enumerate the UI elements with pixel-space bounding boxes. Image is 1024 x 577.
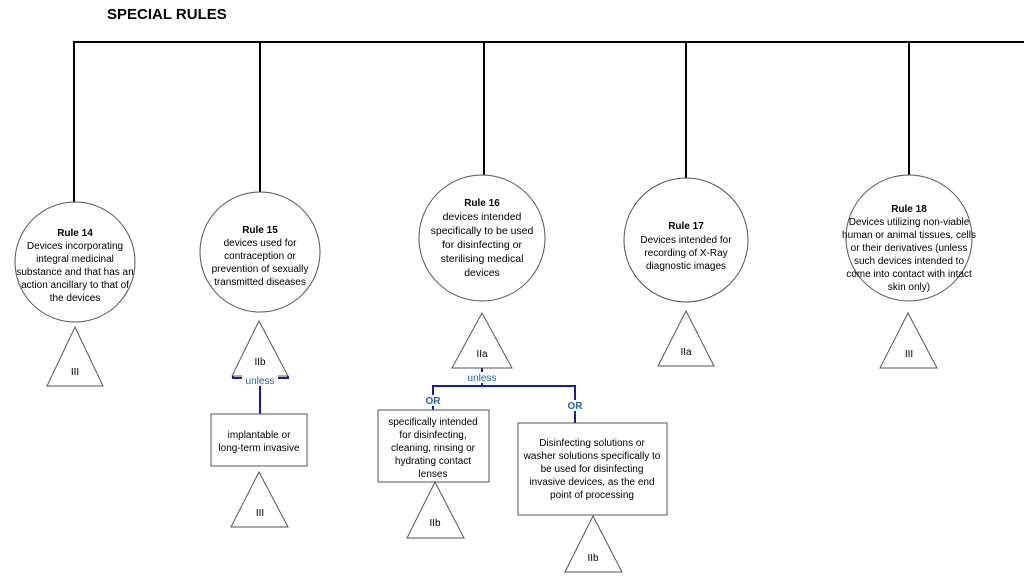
rule-15-title: Rule 15: [242, 225, 278, 236]
rule-16-exception-right-line: be used for disinfecting: [541, 464, 644, 475]
rule-15-exception-line: long-term invasive: [218, 443, 300, 454]
rule-16-circle: [418, 174, 546, 302]
page-title: SPECIAL RULES: [107, 6, 227, 23]
rule-16-exception-right-class: IIb: [587, 553, 599, 564]
rule-16-exception-left-line: cleaning, rinsing or: [391, 443, 476, 454]
rule-17-line: recording of X-Ray: [644, 248, 727, 259]
rule-15-line: transmitted diseases: [214, 277, 306, 288]
rule-18-line: or their derivatives (unless: [851, 243, 968, 254]
rule-16: Rule 16 devices intended specifically to…: [377, 174, 668, 573]
rule-16-or-label-left: OR: [426, 396, 442, 407]
rule-14-line: substance and that has an: [16, 267, 133, 278]
rule-17-line: diagnostic images: [646, 261, 726, 272]
rule-14-title: Rule 14: [57, 228, 93, 239]
rule-18-class: III: [905, 349, 913, 360]
rule-17-line: Devices intended for: [640, 235, 732, 246]
rule-15-exception-line: implantable or: [228, 430, 291, 441]
rule-16-or-label-right: OR: [568, 401, 584, 412]
rule-16-exception-right-line: point of processing: [550, 490, 634, 501]
rule-14-line: action ancillary to that of: [21, 280, 129, 291]
rule-14-circle: [14, 201, 136, 323]
rule-16-line: specifically to be used: [431, 225, 534, 237]
or-label-bg: [567, 400, 583, 411]
rule-17: Rule 17 Devices intended for recording o…: [623, 177, 749, 367]
or-label-bg: [425, 395, 441, 406]
rule-16-line: for disinfecting or: [442, 239, 522, 251]
rule-15-class: IIb: [254, 357, 266, 368]
rule-16-exception-left-line: lenses: [419, 469, 448, 480]
rule-17-circle: [623, 177, 749, 303]
rule-15-line: contraception or: [224, 251, 296, 262]
rule-18: Rule 18 Devices utilizing non-viable hum…: [842, 174, 976, 369]
rule-15-line: prevention of sexually: [212, 264, 309, 275]
rule-18-line: such devices intended to: [854, 256, 965, 267]
rule-15-exception-class: III: [256, 508, 264, 519]
rule-16-title: Rule 16: [464, 198, 500, 209]
rule-16-exception-box-left: [377, 409, 490, 483]
rule-18-line: skin only): [888, 282, 930, 293]
rule-16-exception-left-class-triangle: [406, 480, 465, 539]
rule-16-exception-box-right: [517, 422, 668, 516]
rule-17-class-triangle: [657, 309, 715, 367]
rule-18-class-triangle: [879, 311, 938, 369]
rule-16-unless-label: unless: [468, 373, 497, 384]
rule-16-exception-right-line: invasive devices, as the end: [529, 477, 654, 488]
rule-15: Rule 15 devices used for contraception o…: [199, 191, 321, 528]
rule-18-line: come into contact with intact: [846, 269, 972, 280]
rule-17-class: IIa: [680, 347, 692, 358]
rule-14-line: integral medicinal: [36, 254, 114, 265]
rule-16-line: devices: [464, 267, 500, 279]
rule-17-title: Rule 17: [668, 221, 704, 232]
rule-15-exception-class-triangle: [230, 470, 289, 528]
rule-15-exception-box: [210, 413, 308, 467]
rule-16-exception-left-class: IIb: [429, 518, 441, 529]
unless-label-bg: [242, 374, 278, 386]
rule-15-circle: [199, 191, 321, 313]
rule-14-class: III: [71, 367, 79, 378]
rule-16-exception-right-line: Disinfecting solutions or: [539, 438, 645, 449]
rule-16-line: sterilising medical: [441, 253, 524, 265]
rule-16-exception-left-line: hydrating contact: [395, 456, 471, 467]
rule-16-exception-right-class-triangle: [564, 514, 623, 573]
rule-18-circle: [845, 174, 973, 302]
rule-14-line: the devices: [50, 293, 101, 304]
rule-16-exception-left-line: specifically intended: [388, 417, 478, 428]
rule-16-exception-right-line: washer solutions specifically to: [523, 451, 661, 462]
rule-16-class: IIa: [476, 349, 488, 360]
rule-16-exception-left-line: for disinfecting,: [399, 430, 466, 441]
rule-16-line: devices intended: [443, 211, 522, 223]
rule-15-unless-label: unless: [246, 376, 275, 387]
rule-14: Rule 14 Devices incorporating integral m…: [14, 201, 136, 387]
rule-15-line: devices used for: [224, 238, 297, 249]
rule-18-title: Rule 18: [891, 204, 927, 215]
rule-18-line: Devices utilizing non-viable: [849, 217, 970, 228]
rule-14-line: Devices incorporating: [27, 241, 123, 252]
rule-18-line: human or animal tissues, cells: [842, 230, 976, 241]
rule-14-class-triangle: [46, 325, 104, 387]
